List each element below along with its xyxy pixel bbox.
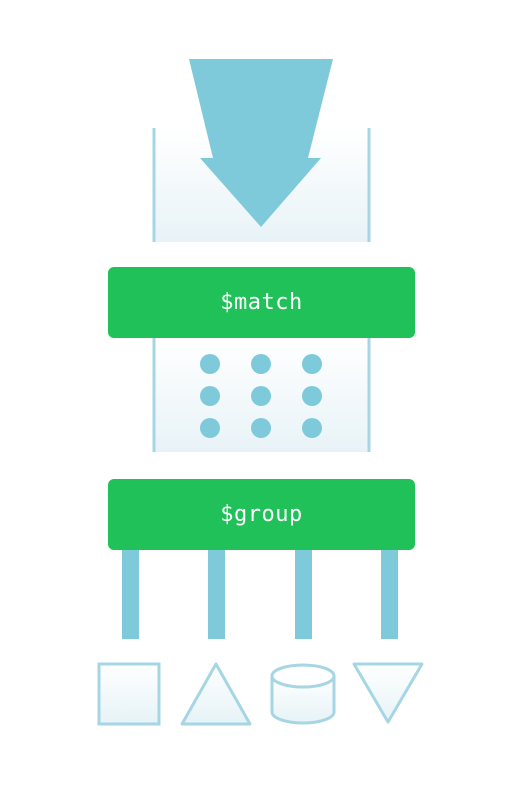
- output-pipes: [122, 549, 398, 639]
- match-stage-label: $match: [220, 290, 303, 315]
- document-dot: [251, 418, 271, 438]
- output-pipe: [295, 549, 312, 639]
- document-dot: [302, 354, 322, 374]
- triangle-up-icon: [180, 662, 252, 726]
- match-stage: $match: [108, 267, 415, 338]
- document-dot: [200, 386, 220, 406]
- output-pipe: [208, 549, 225, 639]
- input-arrow-icon: [189, 59, 333, 227]
- document-dot: [200, 418, 220, 438]
- document-dot: [302, 386, 322, 406]
- group-stage-label: $group: [220, 502, 303, 527]
- triangle-down-icon: [352, 662, 424, 724]
- output-pipe: [381, 549, 398, 639]
- document-dot: [200, 354, 220, 374]
- document-dot: [251, 354, 271, 374]
- group-stage: $group: [108, 479, 415, 550]
- document-dot: [251, 386, 271, 406]
- output-shapes: [97, 662, 424, 726]
- square-icon: [97, 662, 161, 726]
- document-dot: [302, 418, 322, 438]
- cylinder-icon: [270, 663, 336, 725]
- document-dots: [200, 354, 322, 438]
- output-pipe: [122, 549, 139, 639]
